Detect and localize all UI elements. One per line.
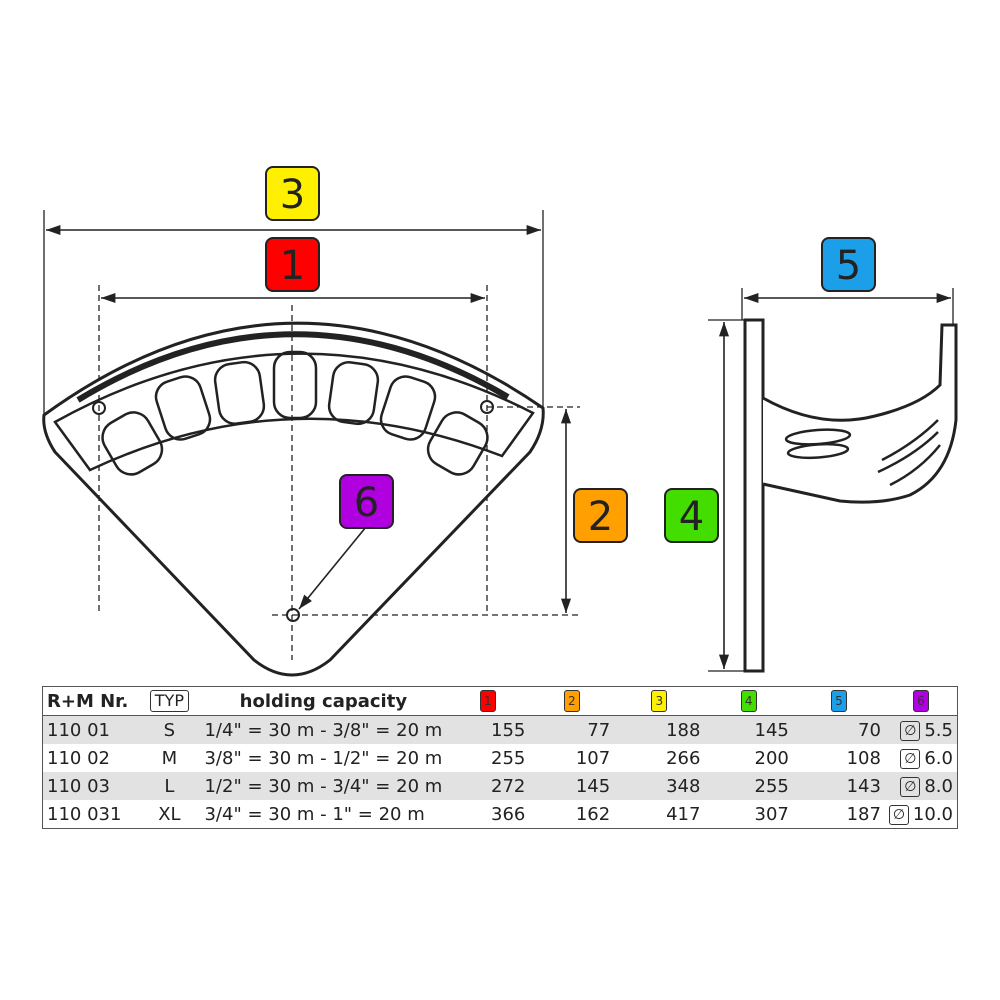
header-badge-1: 1 [479, 690, 496, 712]
cell-c6: ∅5.5 [885, 716, 958, 745]
dimension-lines [46, 224, 951, 669]
cell-c3: 188 [666, 719, 701, 741]
cell-typ: XL [158, 803, 181, 825]
dimension-6-leader [298, 526, 367, 610]
cell-c6-value: 5.5 [924, 719, 953, 741]
header-col-3: 3 [614, 687, 704, 716]
diameter-icon: ∅ [900, 748, 921, 769]
header-badge-3: 3 [651, 690, 668, 712]
header-badge-5: 5 [830, 690, 847, 712]
diameter-icon: ∅ [888, 804, 909, 825]
cell-capacity: 3/8" = 30 m - 1/2" = 20 m [204, 747, 443, 769]
svg-text:1: 1 [280, 243, 305, 289]
cell-c2: 77 [587, 719, 611, 741]
cell-c4: 255 [754, 775, 789, 797]
header-col-1: 1 [446, 687, 529, 716]
svg-text:4: 4 [679, 494, 704, 540]
table-row: 110 031 XL 3/4" = 30 m - 1" = 20 m 366 1… [43, 800, 958, 829]
typ-box: TYP [149, 690, 189, 712]
cell-nr: 110 031 [47, 803, 122, 825]
holder-inner-band [53, 352, 535, 472]
cell-c3: 348 [666, 775, 701, 797]
construction-lines [98, 285, 580, 660]
cell-c6-value: 8.0 [924, 775, 953, 797]
cell-c6: ∅8.0 [885, 772, 958, 800]
cell-c5: 108 [846, 747, 881, 769]
cell-c1: 272 [491, 775, 526, 797]
cell-c5: 70 [858, 719, 881, 741]
header-capacity: holding capacity [239, 690, 408, 712]
cell-c6: ∅10.0 [885, 800, 958, 829]
cell-nr: 110 03 [47, 775, 110, 797]
diameter-icon: ∅ [900, 720, 921, 741]
badge-2: 2 [573, 488, 628, 543]
diameter-icon: ∅ [900, 776, 921, 797]
cell-c5: 187 [846, 803, 881, 825]
cell-c1: 155 [491, 719, 526, 741]
screw-hole-left [92, 401, 106, 415]
cell-c1: 255 [491, 747, 526, 769]
cell-c5: 143 [846, 775, 881, 797]
holder-top-rim [76, 331, 510, 403]
cell-capacity: 1/4" = 30 m - 3/8" = 20 m [204, 719, 443, 741]
wall-plate [743, 318, 765, 673]
cell-capacity: 3/4" = 30 m - 1" = 20 m [204, 803, 425, 825]
cell-c2: 107 [575, 747, 611, 769]
cell-c3: 417 [666, 803, 701, 825]
cell-c1: 366 [491, 803, 526, 825]
cell-nr: 110 01 [47, 719, 110, 741]
cell-c6-value: 10.0 [912, 803, 953, 825]
cell-c2: 162 [575, 803, 611, 825]
svg-text:5: 5 [836, 243, 861, 289]
badge-4: 4 [664, 488, 719, 543]
svg-text:2: 2 [588, 494, 613, 540]
header-badge-4: 4 [740, 690, 757, 712]
svg-text:3: 3 [280, 172, 305, 218]
cell-typ: M [161, 747, 178, 769]
front-view [42, 321, 545, 677]
header-nr: R+M Nr. [47, 690, 129, 712]
table-header-row: R+M Nr. TYP holding capacity 1 2 3 4 5 6 [42, 686, 958, 716]
cell-capacity: 1/2" = 30 m - 3/4" = 20 m [204, 775, 443, 797]
badge-3: 3 [265, 166, 320, 221]
badge-1: 1 [265, 237, 320, 292]
side-view [743, 318, 958, 673]
side-arm [762, 323, 958, 504]
cell-typ: L [164, 775, 175, 797]
cell-c2: 145 [575, 775, 611, 797]
side-slots [784, 419, 941, 487]
table-row: 110 02 M 3/8" = 30 m - 1/2" = 20 m 255 1… [43, 744, 958, 772]
spec-table: R+M Nr. TYP holding capacity 1 2 3 4 5 6… [42, 686, 958, 829]
badge-6: 6 [339, 474, 394, 529]
cell-nr: 110 02 [47, 747, 110, 769]
holder-outline [42, 321, 545, 677]
svg-text:6: 6 [354, 480, 379, 526]
header-badge-2: 2 [563, 690, 580, 712]
header-col-2: 2 [529, 687, 614, 716]
cell-typ: S [163, 719, 176, 741]
header-badge-6: 6 [912, 690, 929, 712]
extension-lines [43, 210, 954, 672]
technical-drawing: 3 1 6 2 4 5 [42, 166, 958, 677]
header-col-6: 6 [885, 687, 958, 716]
slot-row [101, 350, 489, 476]
cell-c3: 266 [666, 747, 701, 769]
cell-c4: 307 [754, 803, 789, 825]
cell-c4: 145 [754, 719, 789, 741]
header-col-4: 4 [704, 687, 792, 716]
cell-c6: ∅6.0 [885, 744, 958, 772]
cell-c6-value: 6.0 [924, 747, 953, 769]
table-row: 110 01 S 1/4" = 30 m - 3/8" = 20 m 155 7… [42, 715, 958, 745]
cell-c4: 200 [754, 747, 789, 769]
table-row: 110 03 L 1/2" = 30 m - 3/4" = 20 m 272 1… [42, 772, 958, 800]
badge-5: 5 [821, 237, 876, 292]
header-typ: TYP [138, 687, 200, 716]
header-col-5: 5 [793, 687, 885, 716]
